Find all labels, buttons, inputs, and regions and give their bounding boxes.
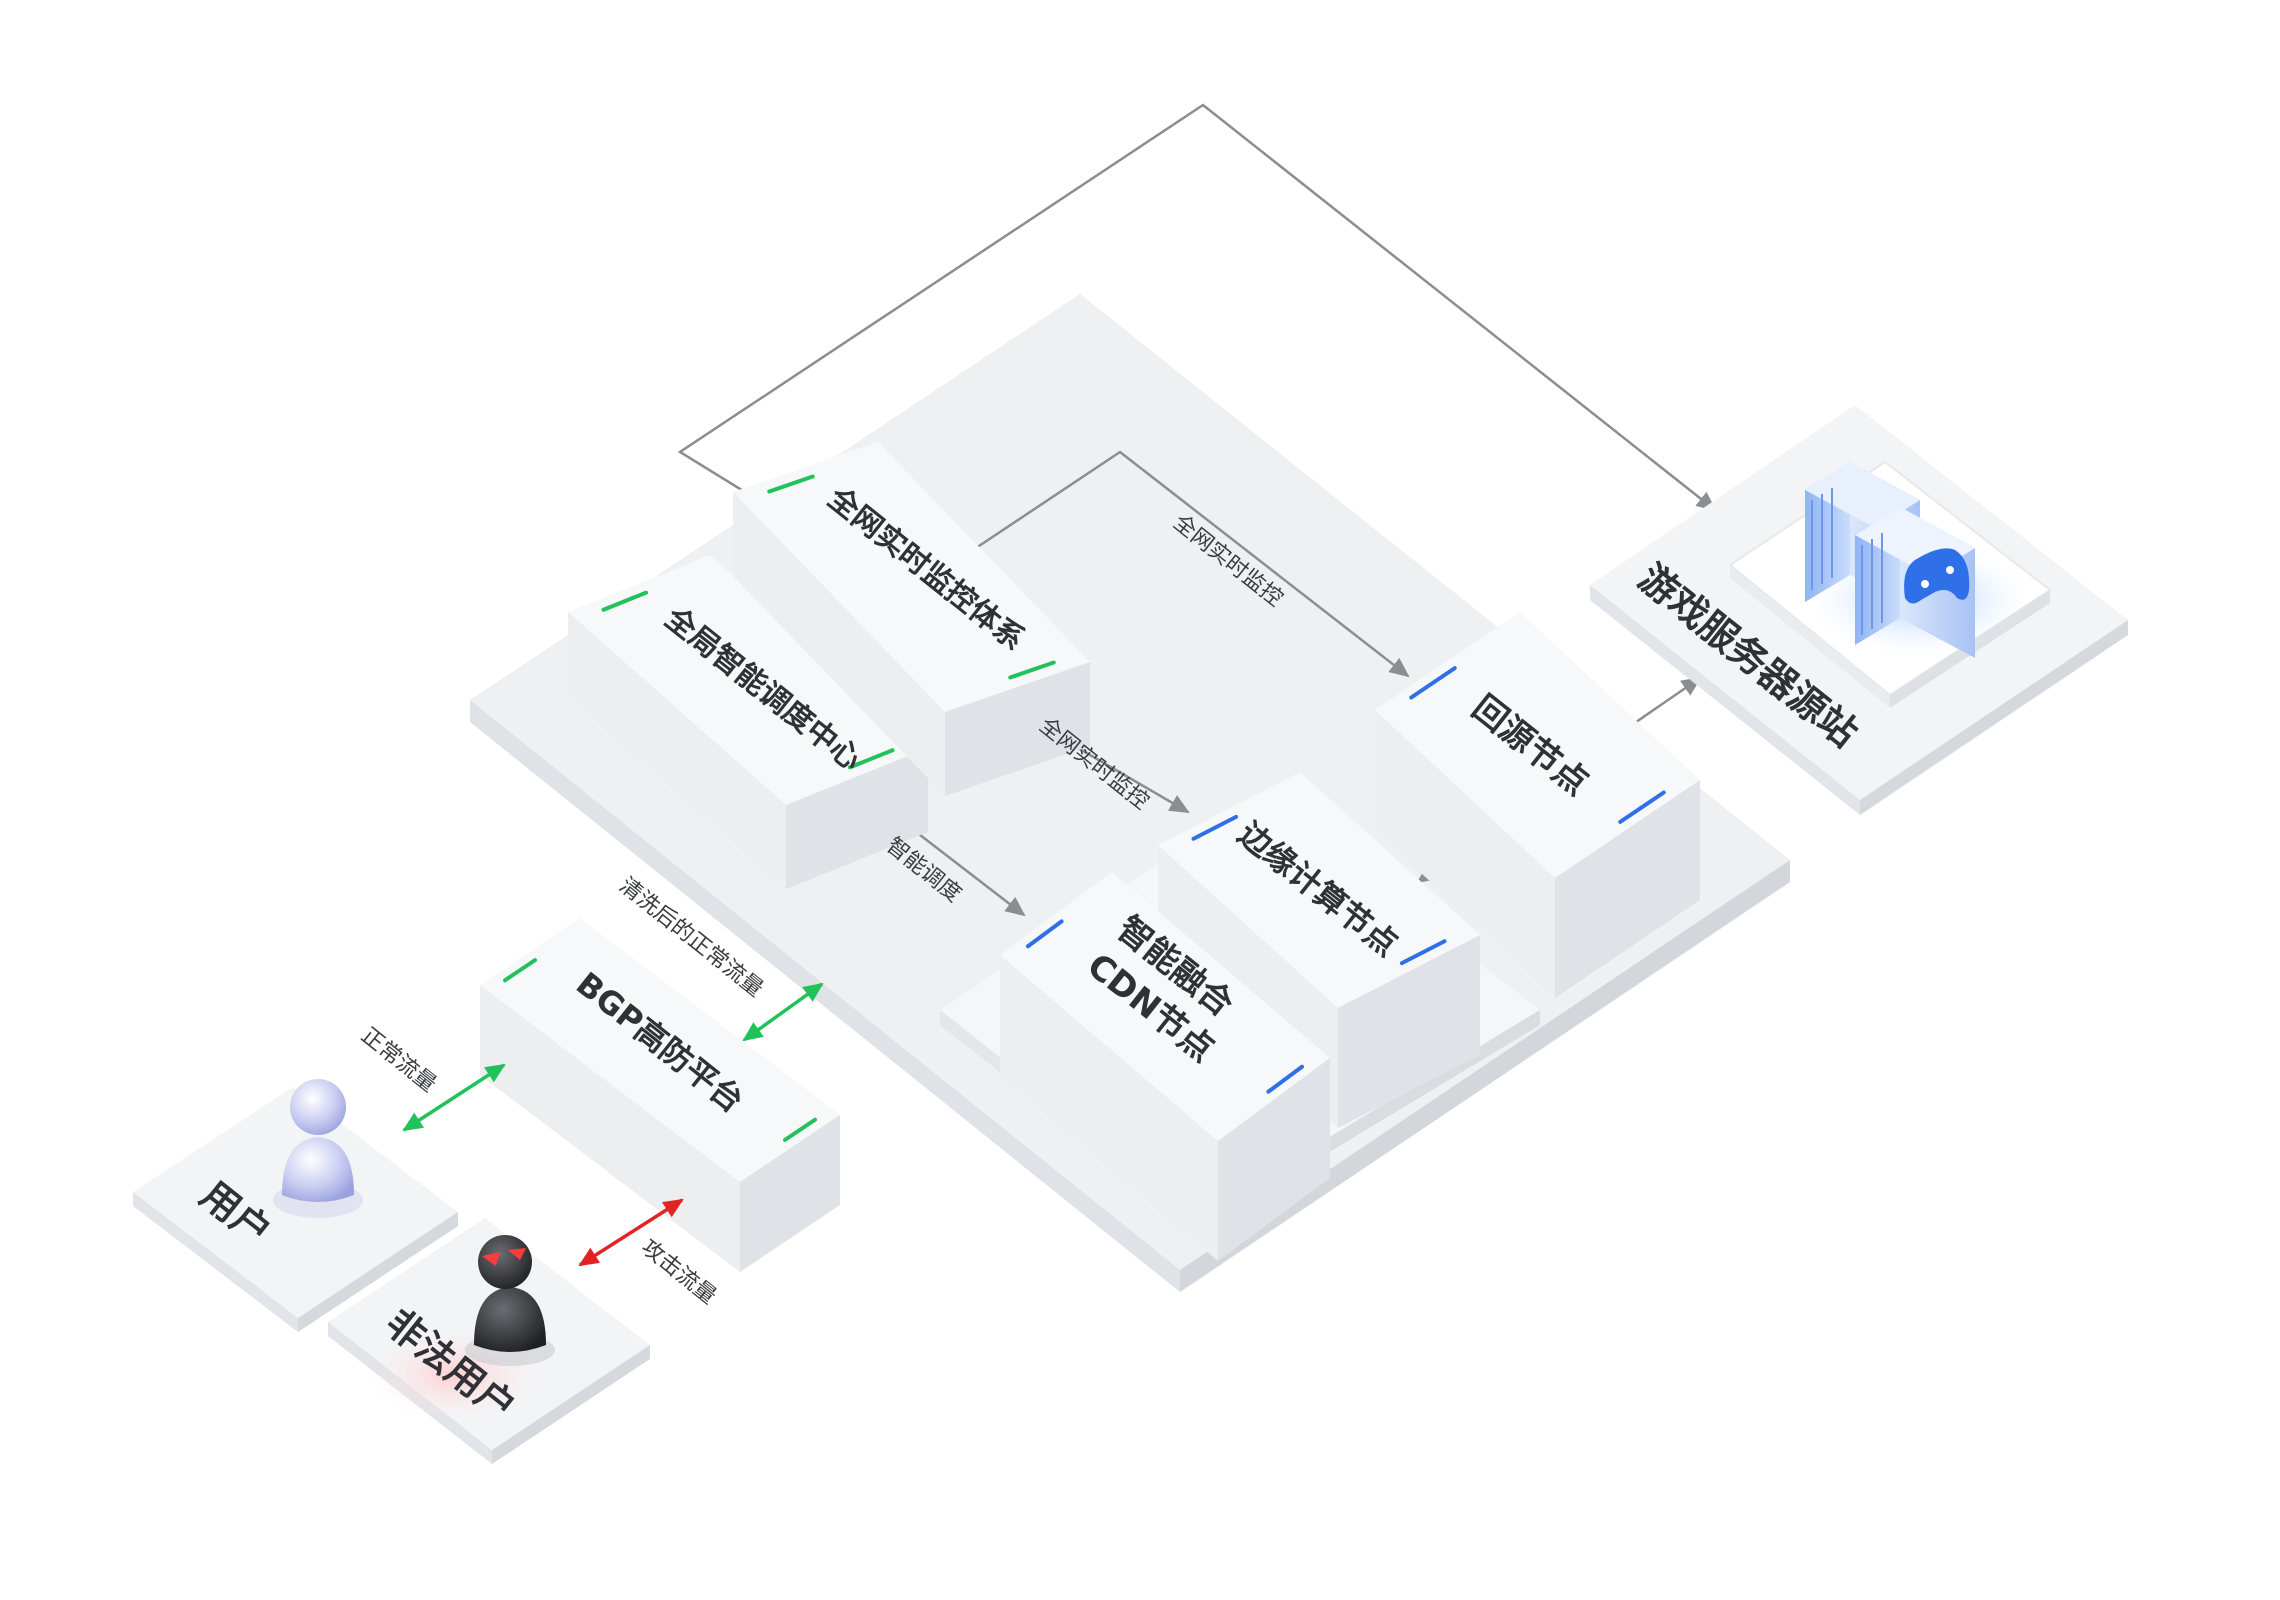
top-loop-arrow (677, 103, 1717, 512)
normal-traffic-arrow (402, 1063, 506, 1132)
block-cdn-node (1000, 872, 1330, 1261)
block-cdn-node-accent-line (1026, 919, 1064, 949)
user-tile: 用户 (133, 1079, 458, 1332)
traffic-arrows (402, 982, 824, 1267)
user-figure-icon (273, 1079, 363, 1218)
illegal-user-tile: 非法用户 (328, 1218, 650, 1464)
block-edge-node-accent-line (1191, 814, 1239, 841)
block-dispatch-center-accent-line (601, 590, 649, 612)
cleaned-traffic-arrow (742, 982, 824, 1042)
block-origin-node-accent-line (1618, 790, 1666, 824)
block-origin-node-accent-line (1409, 666, 1457, 700)
block-bgp-platform-accent-line (783, 1117, 817, 1142)
block-cdn-node-accent-line (1266, 1064, 1304, 1094)
block-edge-node-accent-line (1399, 939, 1447, 966)
block-monitor-system (733, 442, 1090, 796)
monitor-to-origin-arrow (969, 450, 1410, 678)
block-bgp-platform-accent-line (503, 958, 537, 983)
attack-traffic-arrow (578, 1198, 684, 1267)
block-monitor-system-accent-line (767, 474, 815, 494)
normal-traffic-label: 正常流量 (356, 1023, 440, 1097)
block-origin-node (1375, 612, 1700, 998)
hacker-figure-icon (465, 1235, 555, 1366)
game-server-station: 游戏服务器源站 (1590, 405, 2128, 815)
game-server-icon (1805, 462, 1975, 658)
block-monitor-system-accent-line (1008, 660, 1056, 680)
block-dispatch-center-accent-line (847, 748, 895, 770)
block-dispatch-center (568, 555, 928, 889)
